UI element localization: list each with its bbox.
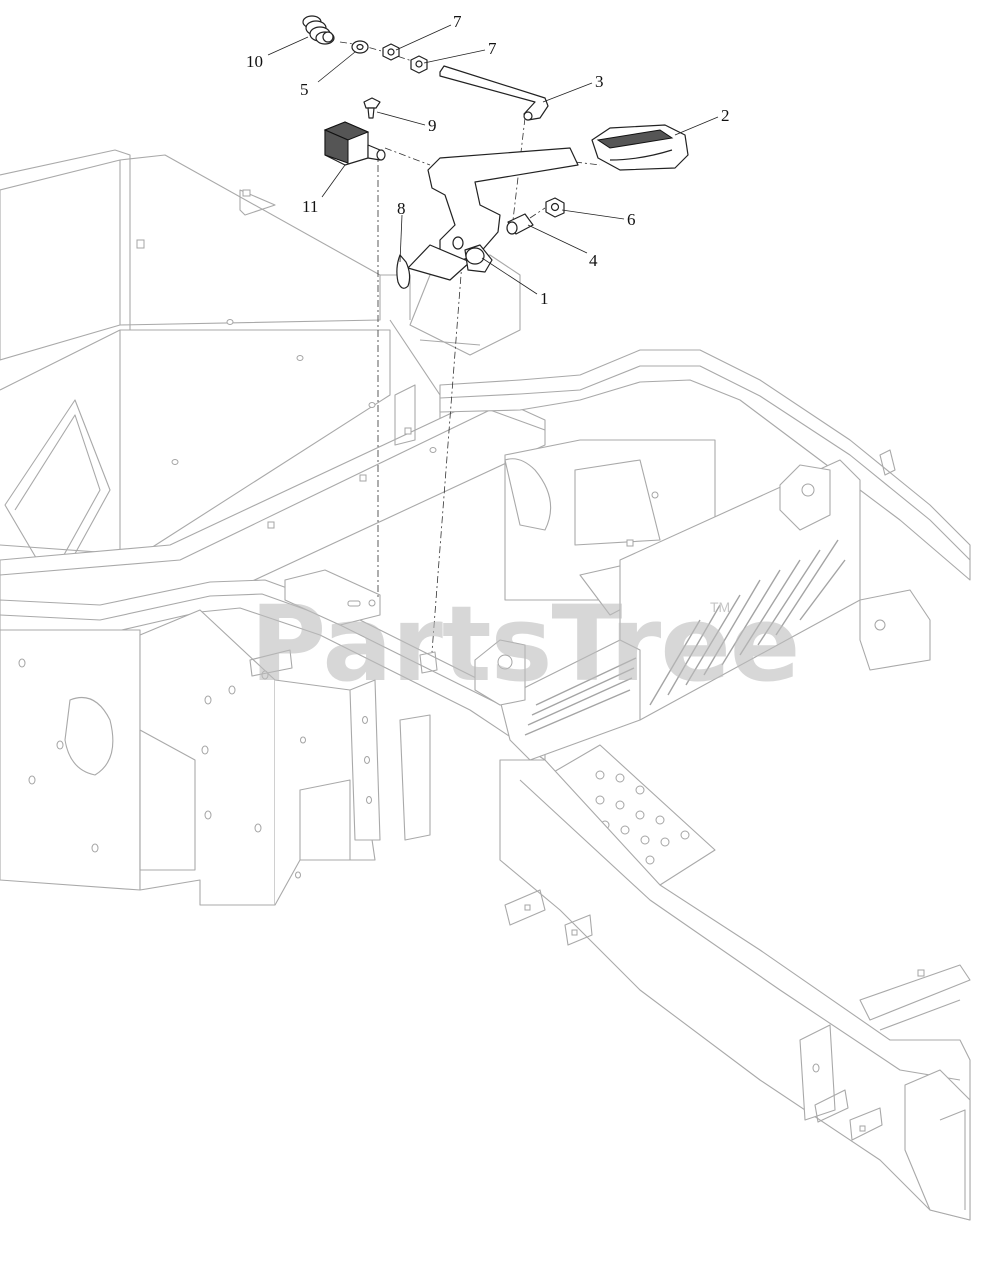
callout-7-upper: 7	[453, 12, 462, 31]
part-5-washer	[351, 40, 369, 54]
callout-6: 6	[627, 210, 636, 229]
callout-7-lower: 7	[488, 39, 497, 58]
part-4-bushing	[506, 213, 534, 235]
mower-frame	[0, 149, 971, 1221]
part-9-bolt	[363, 97, 381, 119]
part-10-spring	[302, 15, 335, 45]
part-2-pedal-pad	[591, 124, 689, 171]
part-11-switch	[323, 121, 386, 166]
watermark-text: PartsTree	[250, 583, 799, 705]
leader-lines	[267, 24, 719, 295]
callout-11: 11	[302, 197, 318, 216]
part-3-rod	[439, 65, 549, 121]
part-6-nut	[545, 197, 565, 218]
callout-labels: 10 5 7 7 3 2 9 11 8 6 4 1	[246, 12, 730, 308]
callout-10: 10	[246, 52, 263, 71]
exploded-parts	[302, 15, 689, 289]
watermark-trademark: TM	[710, 599, 730, 615]
part-7-nut-b	[410, 55, 428, 74]
callout-3: 3	[595, 72, 604, 91]
watermark: PartsTree TM	[250, 583, 800, 705]
callout-9: 9	[428, 116, 437, 135]
part-8-clip	[396, 254, 411, 289]
callout-5: 5	[300, 80, 309, 99]
callout-8: 8	[397, 199, 406, 218]
callout-2: 2	[721, 106, 730, 125]
callout-4: 4	[589, 251, 598, 270]
callout-1: 1	[540, 289, 549, 308]
part-1-pedal-arm	[407, 147, 579, 281]
part-7-nut-a	[382, 43, 400, 61]
